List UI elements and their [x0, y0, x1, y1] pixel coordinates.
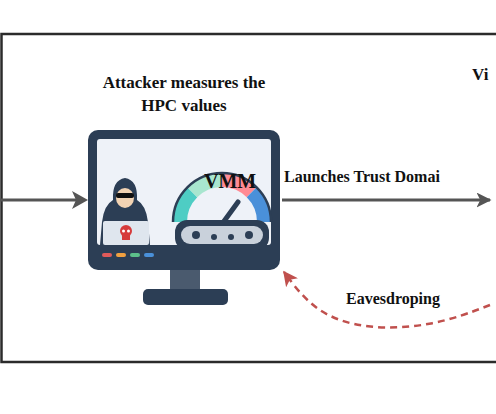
node-heading: Attacker measures the HPC values: [98, 72, 270, 118]
monitor-node: Attacker measures the HPC valuesVMM: [88, 130, 280, 308]
dashed-arrow: [284, 272, 490, 327]
outer-frame: [2, 34, 496, 362]
edge-label: Launches Trust Domai: [284, 168, 440, 186]
flow-arrow: [282, 199, 490, 202]
node-title: VMM: [204, 168, 274, 195]
victim-node: Vi: [490, 40, 496, 360]
edge-label: Eavesdroping: [346, 290, 440, 308]
hacker-figure: [100, 178, 150, 245]
monitor-icon: [88, 130, 280, 305]
node-heading: Vi: [472, 64, 496, 87]
incoming-arrow: [0, 191, 88, 209]
